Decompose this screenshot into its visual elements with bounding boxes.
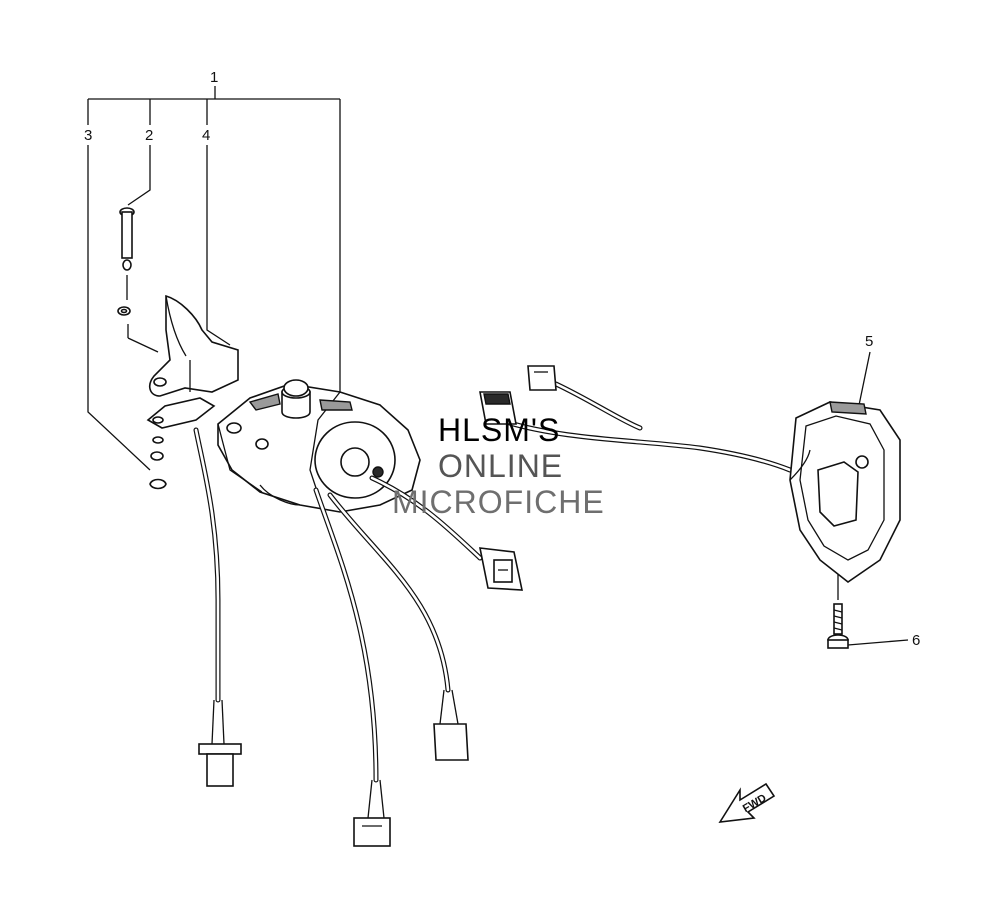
callout-1-bracket bbox=[87, 86, 341, 392]
fwd-label: FWD bbox=[741, 792, 769, 815]
callout-6: 6 bbox=[912, 632, 920, 649]
screw-part-6 bbox=[827, 603, 849, 649]
washer-part bbox=[117, 306, 131, 316]
callout-5: 5 bbox=[865, 333, 873, 350]
callout-4: 4 bbox=[202, 127, 210, 144]
connector-right-low bbox=[433, 689, 469, 761]
wire-harness-left bbox=[193, 427, 483, 783]
watermark-line-1: HLSM'S bbox=[438, 412, 561, 448]
watermark-line-2: ONLINE bbox=[438, 448, 564, 484]
callout-1: 1 bbox=[210, 69, 218, 86]
lever-part-4 bbox=[127, 294, 239, 429]
connector-right-mid bbox=[478, 547, 523, 591]
fwd-arrow-icon: FWD bbox=[718, 782, 776, 823]
connector-left bbox=[198, 699, 242, 787]
clip-part-3 bbox=[149, 436, 167, 490]
connector-center bbox=[353, 779, 391, 847]
callout-3: 3 bbox=[84, 127, 92, 144]
watermark-line-3: MICROFICHE bbox=[392, 484, 605, 520]
connector-top-big bbox=[479, 391, 517, 425]
connector-top-small bbox=[527, 365, 557, 391]
leader-lines bbox=[87, 145, 909, 646]
pin-part-2 bbox=[119, 207, 135, 300]
wire-harness-right bbox=[497, 381, 793, 473]
switch-cover-part-5 bbox=[789, 401, 901, 583]
callout-2: 2 bbox=[145, 127, 153, 144]
switch-housing-part-1 bbox=[217, 379, 421, 513]
